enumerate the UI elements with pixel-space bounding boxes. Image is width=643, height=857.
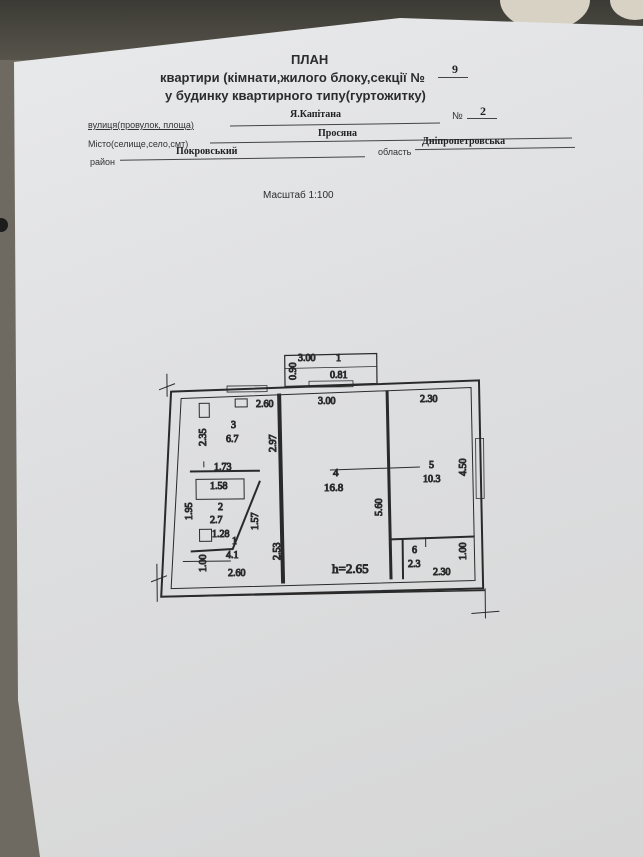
room-number: 6 xyxy=(412,545,417,556)
ceiling-height: h=2.65 xyxy=(332,561,369,576)
dim-label: 5.60 xyxy=(374,499,385,517)
dim-label: 2.60 xyxy=(256,399,274,410)
dim-label: 4.50 xyxy=(458,459,469,477)
scale-label: Масштаб 1:100 xyxy=(263,190,334,201)
dim-label: 1.58 xyxy=(210,481,228,492)
street-value: Я.Капітана xyxy=(290,109,342,120)
dim-label: 1.28 xyxy=(212,529,230,540)
dim-label: 1.95 xyxy=(184,503,195,521)
dim-label: 3.00 xyxy=(298,353,316,364)
room-area: 6.7 xyxy=(226,434,239,445)
room-area: 2.7 xyxy=(210,515,223,526)
region-value: Дніпропетровська xyxy=(422,136,506,147)
dim-label: 1.00 xyxy=(198,555,209,573)
binder-hole xyxy=(0,218,8,232)
room-number: 2 xyxy=(218,502,223,513)
number-value: 2 xyxy=(480,104,486,118)
dim-label: 2.97 xyxy=(268,435,279,453)
district-value: Покровський xyxy=(176,146,238,157)
dim-label: 2.60 xyxy=(228,568,246,579)
document-subtitle-line2: у будинку квартирного типу(гуртожитку) xyxy=(165,88,426,103)
number-label: № xyxy=(452,111,463,122)
room-area: 10.3 xyxy=(423,474,441,485)
room-number: 4 xyxy=(333,467,339,479)
room-area: 2.3 xyxy=(408,559,421,570)
city-value: Просяна xyxy=(318,128,357,139)
region-label: область xyxy=(378,147,412,157)
city-label: Місто(селище,село,смт) xyxy=(88,139,189,149)
dim-label: 1.57 xyxy=(250,513,261,531)
room-number: 1 xyxy=(232,536,237,547)
dim-label: 2.53 xyxy=(272,543,283,561)
dim-label: 2.35 xyxy=(198,429,209,447)
dim-label: 3.00 xyxy=(318,396,336,407)
dim-label: 2.30 xyxy=(433,567,451,578)
street-label: вулиця(провулок, площа) xyxy=(88,120,194,130)
room-number: 5 xyxy=(429,460,434,471)
dim-label: 2.30 xyxy=(420,394,438,405)
room-area: 4.1 xyxy=(226,550,239,561)
dim-label: 0.90 xyxy=(288,363,299,381)
section-number: 9 xyxy=(452,62,458,76)
dim-label: 1.73 xyxy=(214,462,232,473)
document-title: ПЛАН xyxy=(291,52,329,67)
dim-label: 1.00 xyxy=(458,543,469,561)
room-number: 1 xyxy=(336,353,341,364)
background-pattern xyxy=(610,0,643,20)
district-label: район xyxy=(90,157,116,167)
document-subtitle-line1: квартири (кімнати,жилого блоку,секції № xyxy=(160,70,425,85)
room-area: 16.8 xyxy=(324,482,344,494)
room-number: 3 xyxy=(231,420,236,431)
room-area: 0.81 xyxy=(330,370,348,381)
